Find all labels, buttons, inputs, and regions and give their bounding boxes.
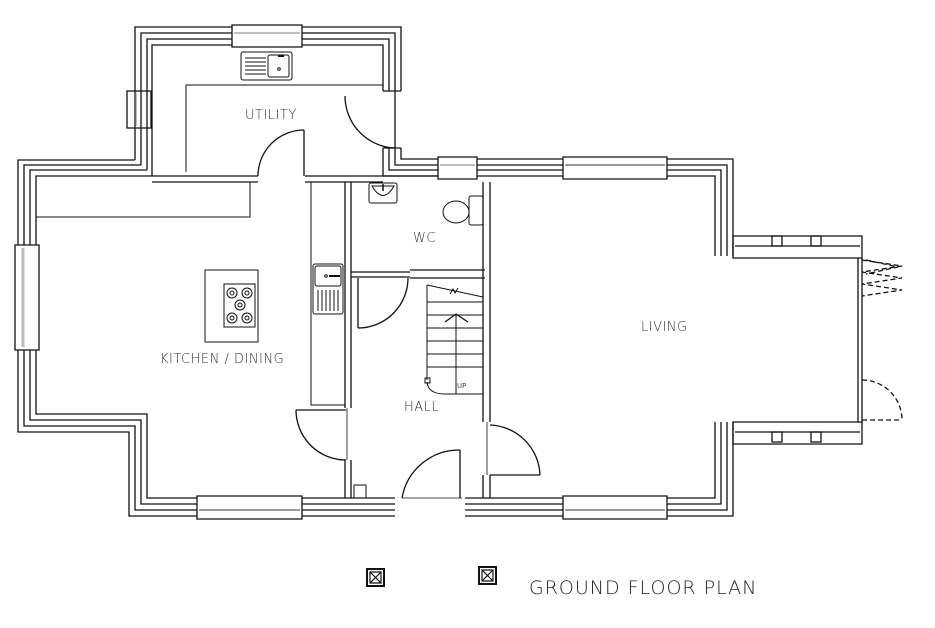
drawing-title: GROUND FLOOR PLAN xyxy=(529,577,758,599)
room-label-kitchen-dining: KITCHEN / DINING xyxy=(160,352,285,367)
bay-extension xyxy=(733,236,902,444)
windows xyxy=(15,25,667,519)
exterior-walls xyxy=(18,27,733,516)
room-label-living: LIVING xyxy=(641,320,688,335)
legend-symbols xyxy=(367,567,496,586)
internal-walls xyxy=(36,85,490,498)
stairs-up-label: UP xyxy=(457,382,467,390)
room-label-utility: UTILITY xyxy=(245,108,297,123)
doors xyxy=(258,96,540,498)
staircase xyxy=(425,285,483,395)
room-label-wc: WC xyxy=(413,231,436,246)
fixtures xyxy=(205,52,483,342)
room-label-hall: HALL xyxy=(404,400,440,415)
